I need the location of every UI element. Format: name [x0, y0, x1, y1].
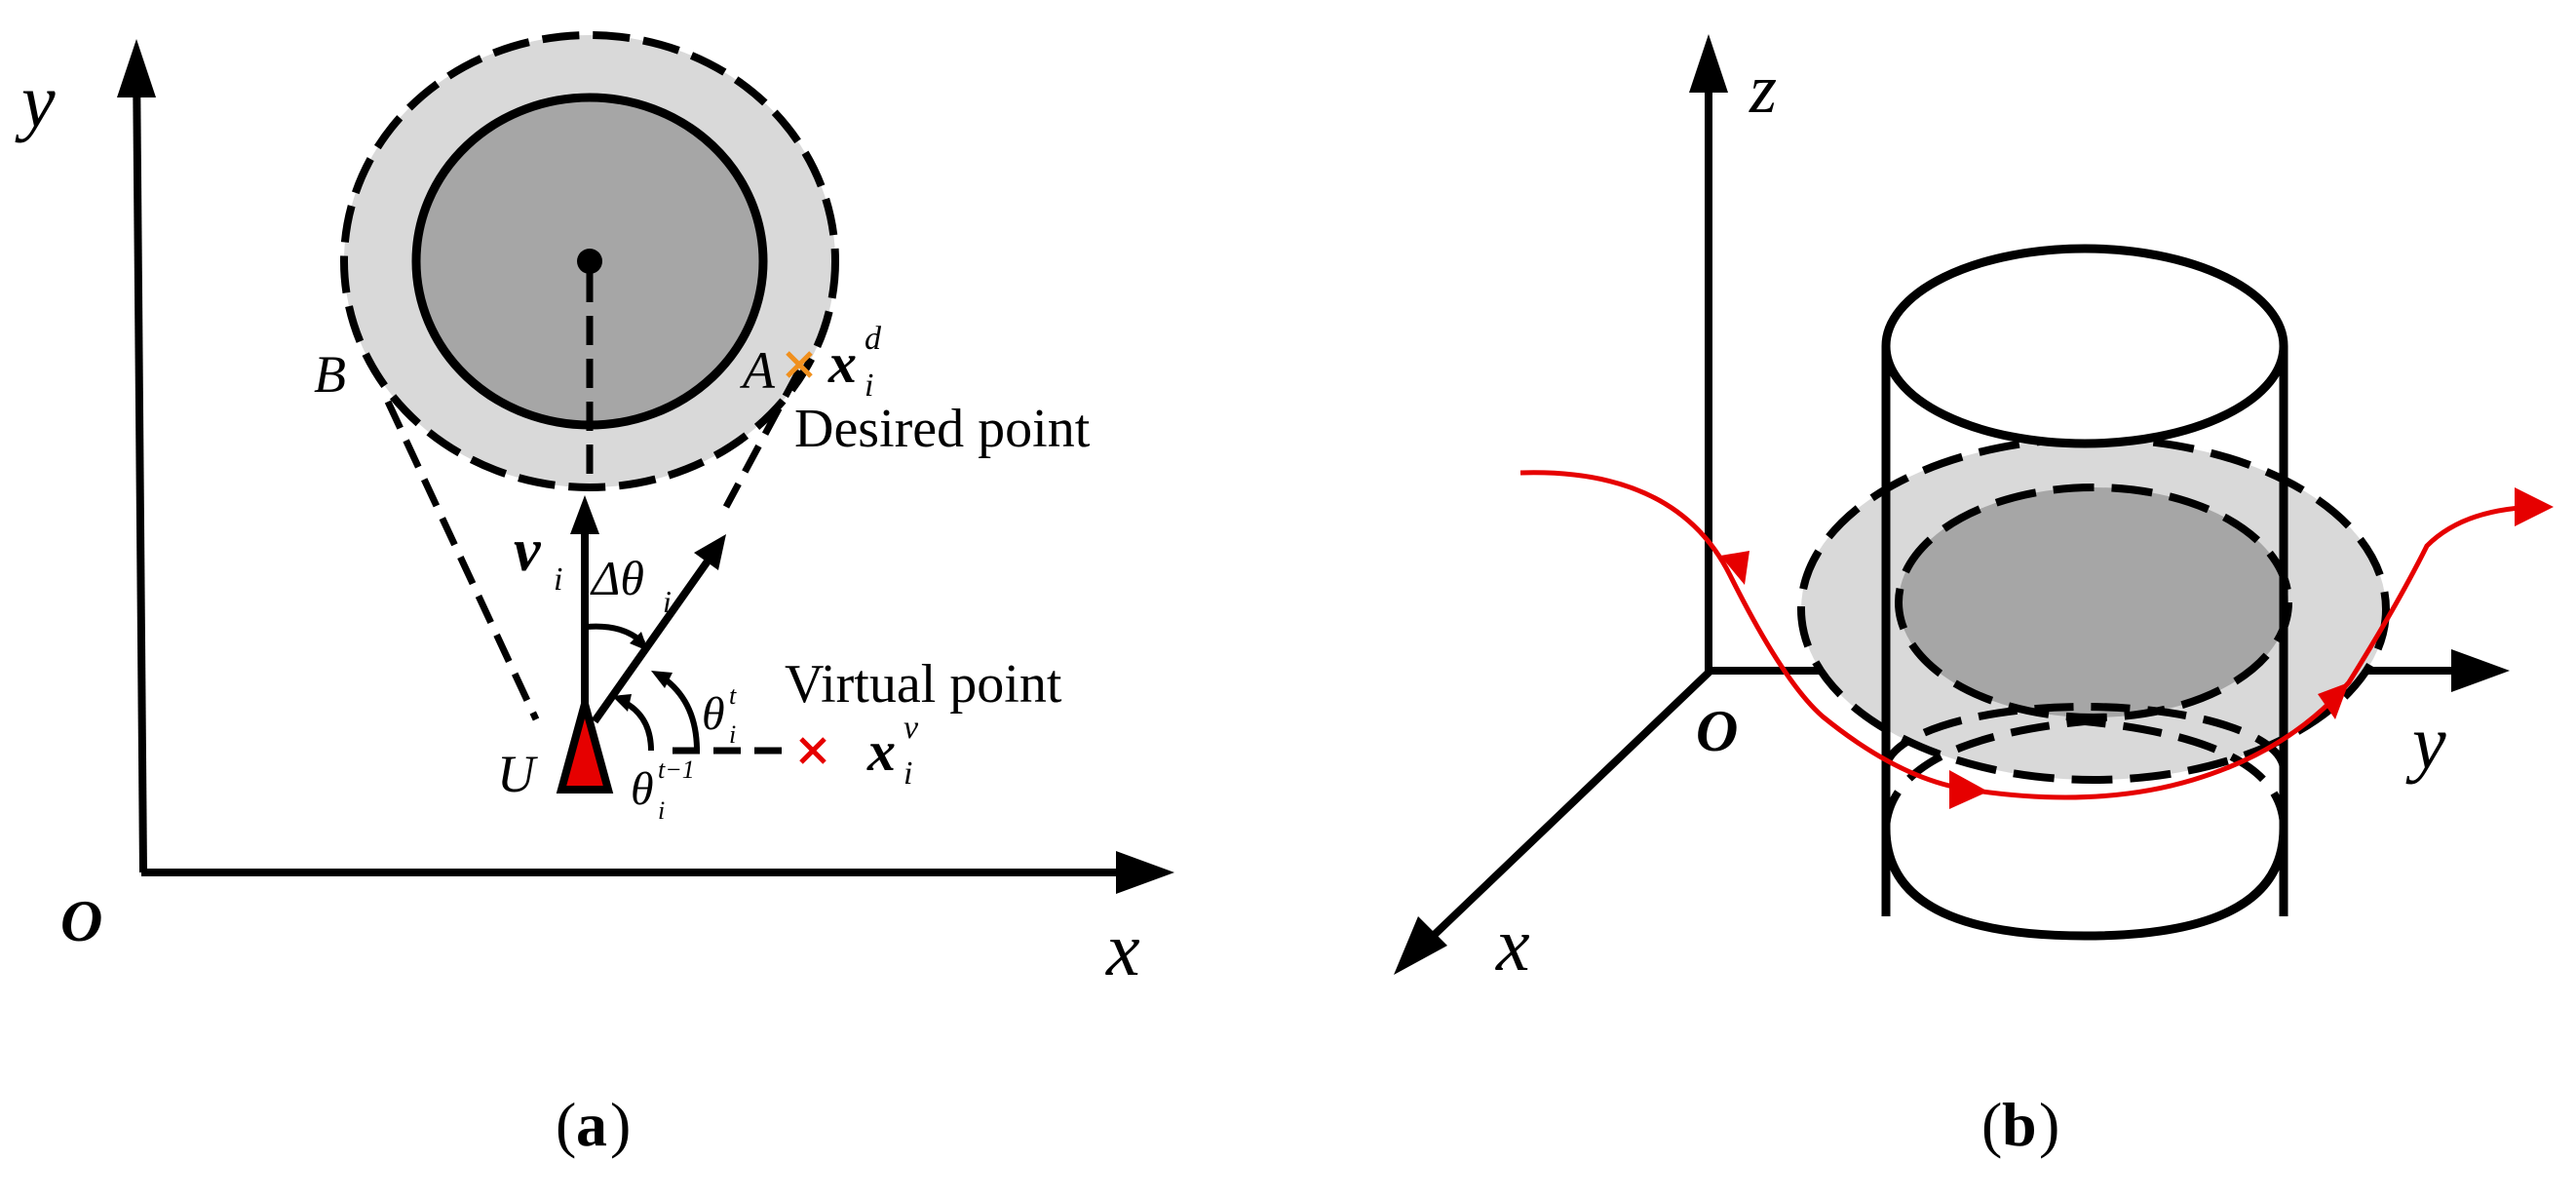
theta-t-sup: t [729, 681, 737, 710]
panel-b-x-label: x [1495, 902, 1530, 987]
svg-text:): ) [610, 1090, 631, 1159]
panel-b-x-arrowhead [1394, 916, 1447, 975]
panel-b-y-label: y [2405, 700, 2446, 785]
theta-prev-sub: i [658, 796, 665, 825]
caption-b: ( b ) [1981, 1090, 2059, 1159]
trajectory-arrowhead-4 [2515, 487, 2554, 526]
svg-text:(: ( [556, 1090, 576, 1159]
caption-a: ( a ) [556, 1090, 631, 1159]
outer-zone-dashed-border [340, 31, 839, 491]
point-a-label: A [740, 341, 776, 400]
cross-section-inner-zone [1895, 484, 2292, 721]
panel-a-axes [117, 39, 1174, 894]
delta-theta-label: Δθ [590, 551, 644, 605]
velocity-sub: i [554, 561, 562, 598]
theta-t-label: θ [702, 688, 725, 740]
velocity-label: v [514, 518, 542, 584]
svg-text:(: ( [1981, 1090, 2002, 1159]
virtual-point-symbol: x [866, 719, 896, 783]
theta-t-arc [661, 675, 700, 752]
panel-b-x-axis [1420, 668, 1713, 948]
point-b-label: B [314, 345, 346, 404]
panel-a-y-arrowhead [117, 39, 156, 97]
heading-arrowhead [694, 534, 726, 570]
theta-prev-arc-arrowhead [612, 694, 632, 712]
panel-a-x-label: x [1105, 907, 1140, 991]
cross-section-outer-dashed [1797, 435, 2390, 784]
panel-a-x-arrowhead [1116, 851, 1174, 894]
caption-a-letter: a [576, 1090, 607, 1159]
velocity-arrowhead [570, 495, 599, 534]
trajectory-arrowhead-1 [1720, 551, 1749, 585]
obstacle-center-dot [577, 249, 602, 274]
cylinder-top [1881, 244, 2288, 448]
robot-triangle [556, 688, 614, 794]
tangent-line-b [384, 400, 540, 721]
virtual-point-sub: i [904, 755, 912, 792]
panel-a-origin-label: O [60, 889, 102, 953]
desired-point-sup: d [865, 321, 882, 357]
virtual-point-text: Virtual point [785, 654, 1062, 715]
cylinder-bottom-front [1881, 828, 2288, 941]
theta-prev-sup: t−1 [658, 755, 695, 784]
cylinder-hidden-ellipse [1882, 703, 2288, 771]
theta-prev-label: θ [631, 763, 654, 815]
tangent-line-a [722, 368, 803, 509]
virtual-point-marker [799, 737, 827, 764]
panel-a-y-label: y [15, 58, 56, 143]
desired-point-text: Desired point [794, 399, 1091, 459]
desired-point-sub: i [865, 368, 873, 404]
panel-b-z-arrowhead [1689, 34, 1728, 93]
heading-vector [591, 553, 715, 724]
point-u-label: U [497, 745, 538, 803]
trajectory-arrowhead-2 [1949, 770, 1988, 809]
trajectory-path [1519, 470, 2545, 800]
panel-b-y-arrowhead [2451, 649, 2510, 692]
caption-b-letter: b [2002, 1090, 2037, 1159]
theta-t-sub: i [729, 720, 736, 749]
svg-text:): ) [2039, 1090, 2059, 1159]
panel-a: y x O [15, 31, 1174, 1159]
panel-a-y-axis [133, 58, 147, 873]
delta-theta-sub: i [663, 584, 672, 619]
panel-b: z y x O ( b ) [1394, 34, 2554, 1159]
trajectory-arrowhead-3 [2318, 682, 2349, 719]
panel-b-z-label: z [1749, 50, 1777, 128]
desired-point-symbol: x [827, 331, 857, 395]
theta-t-arc-arrowhead [651, 671, 673, 688]
virtual-point-sup: v [904, 710, 919, 746]
desired-point-marker [786, 351, 813, 378]
cylinder-bottom-back [1882, 716, 2288, 830]
delta-theta-arc-arrowhead [630, 632, 648, 651]
panel-b-origin-label: O [1696, 699, 1738, 763]
